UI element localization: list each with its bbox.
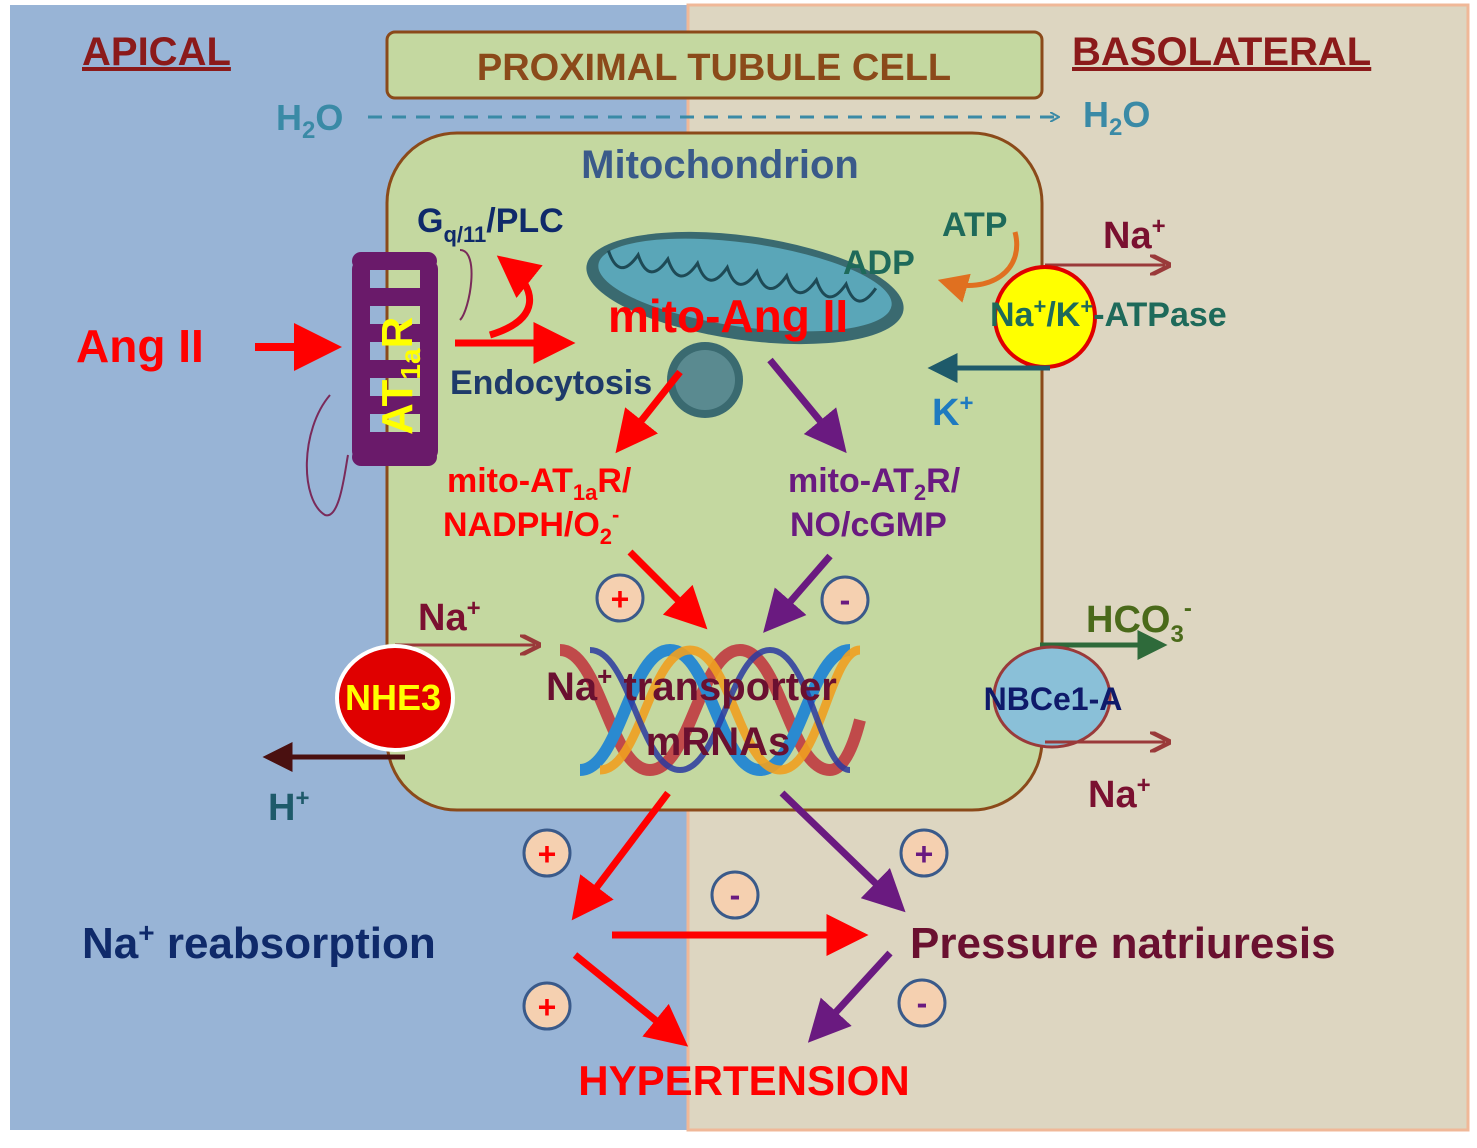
plus-badge-1 bbox=[595, 573, 645, 623]
plus-badge-4 bbox=[522, 981, 572, 1031]
nak-atpase-label: Na+/K+-ATPase bbox=[990, 294, 1227, 334]
mrna-to-natriuresis-arrow bbox=[779, 790, 906, 913]
reabsorption-to-hypertension-arrow bbox=[572, 952, 689, 1047]
receptor-label: AT1aR bbox=[373, 317, 426, 435]
plus-sign-3: + bbox=[915, 836, 934, 872]
cell-title-box bbox=[385, 30, 1044, 100]
atp-adp-arrow bbox=[937, 231, 1020, 303]
at1a-receptor: AT1aR bbox=[305, 249, 473, 517]
plus-badge-3 bbox=[899, 828, 949, 878]
minus-sign-2: - bbox=[730, 877, 741, 913]
hypertension-label: HYPERTENSION bbox=[578, 1057, 909, 1104]
atp-label: ATP bbox=[942, 206, 1007, 244]
nhe3-label: NHE3 bbox=[345, 677, 441, 718]
plc-loop-arrow bbox=[488, 255, 543, 339]
nbce1-label: NBCe1-A bbox=[984, 681, 1123, 717]
mitochondrion-label: Mitochondrion bbox=[581, 143, 859, 187]
at2-to-mrna-arrow bbox=[763, 553, 833, 633]
plus-sign-4: + bbox=[538, 989, 557, 1025]
apical-label: APICAL bbox=[82, 30, 231, 74]
mrna-label-line2: mRNAs bbox=[646, 720, 790, 764]
plus-sign-2: + bbox=[538, 836, 557, 872]
minus-badge-3 bbox=[897, 978, 947, 1028]
adp-label: ADP bbox=[843, 244, 915, 282]
nhe3-exchanger bbox=[335, 644, 455, 752]
mrna-helix bbox=[558, 643, 866, 777]
at1a-branch-arrow bbox=[615, 369, 683, 454]
natriuresis-label: Pressure natriuresis bbox=[910, 919, 1336, 968]
at2-pathway-line1: mito-AT2R/ bbox=[788, 462, 961, 505]
cell-title: PROXIMAL TUBULE CELL bbox=[477, 47, 951, 89]
minus-badge-1 bbox=[820, 575, 870, 625]
ang2-label: Ang II bbox=[76, 320, 204, 372]
reabsorption-label: Na+ reabsorption bbox=[82, 917, 436, 968]
at2-branch-arrow bbox=[767, 357, 847, 454]
minus-sign-3: - bbox=[917, 985, 928, 1021]
plus-badge-2 bbox=[522, 828, 572, 878]
mito-ang2-label: mito-Ang II bbox=[608, 290, 848, 342]
minus-sign-1: - bbox=[840, 582, 851, 618]
gq-plc-label: Gq/11/PLC bbox=[417, 202, 564, 247]
water-left: H2O bbox=[276, 97, 343, 144]
k-label: K+ bbox=[932, 390, 973, 434]
at2-pathway-line2: NO/cGMP bbox=[790, 506, 947, 544]
na-out-label: Na+ bbox=[1103, 213, 1166, 257]
basolateral-label: BASOLATERAL bbox=[1072, 30, 1371, 74]
natriuresis-to-hypertension-arrow bbox=[807, 950, 893, 1043]
nhe3-na-label: Na+ bbox=[418, 595, 481, 639]
minus-badge-2 bbox=[710, 870, 760, 920]
endocytosis-label: Endocytosis bbox=[450, 364, 652, 402]
at1a-pathway-line2: NADPH/O2- bbox=[443, 502, 619, 549]
mitochondrion bbox=[586, 231, 904, 418]
mrna-label-line1: Na+ transporter bbox=[546, 661, 837, 709]
nbce1-na-label: Na+ bbox=[1088, 772, 1151, 816]
at1a-pathway-line1: mito-AT1aR/ bbox=[447, 462, 632, 505]
h-label: H+ bbox=[268, 785, 309, 829]
at1a-to-mrna-arrow bbox=[627, 549, 708, 630]
water-right: H2O bbox=[1083, 94, 1150, 141]
plus-sign-1: + bbox=[611, 581, 630, 617]
nbce1-cotransporter bbox=[992, 645, 1112, 749]
mrna-to-reabsorption-arrow bbox=[571, 790, 671, 921]
